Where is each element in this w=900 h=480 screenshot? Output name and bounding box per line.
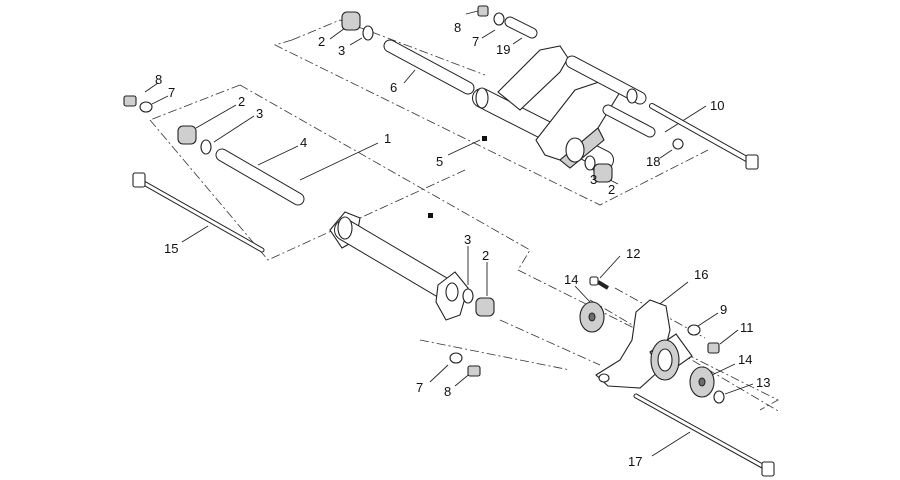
shaft-6 bbox=[383, 39, 475, 95]
callout-leaders bbox=[144, 10, 754, 457]
callout-3: 3 bbox=[256, 106, 263, 121]
bushings bbox=[177, 11, 613, 317]
callout-4: 4 bbox=[300, 135, 307, 150]
callout-9: 9 bbox=[720, 302, 727, 317]
callout-14: 14 bbox=[738, 352, 752, 367]
callout-2: 2 bbox=[608, 182, 615, 197]
washers bbox=[139, 12, 715, 398]
bracket-16 bbox=[595, 299, 693, 389]
callout-11: 11 bbox=[740, 320, 754, 335]
bolt-15 bbox=[132, 172, 265, 253]
bolt-10 bbox=[649, 103, 759, 170]
bolt-17 bbox=[633, 393, 775, 477]
callout-7: 7 bbox=[472, 34, 479, 49]
callout-10: 10 bbox=[710, 98, 724, 113]
callout-2: 2 bbox=[238, 94, 245, 109]
callout-1: 1 bbox=[384, 131, 391, 146]
callout-5: 5 bbox=[436, 154, 443, 169]
callout-7: 7 bbox=[168, 85, 175, 100]
callout-6: 6 bbox=[390, 80, 397, 95]
pin-19 bbox=[504, 16, 538, 39]
callout-7: 7 bbox=[416, 380, 423, 395]
callout-17: 17 bbox=[628, 454, 642, 469]
swing-arm-5 bbox=[472, 45, 656, 170]
callout-2: 2 bbox=[482, 248, 489, 263]
callout-8: 8 bbox=[155, 72, 162, 87]
callout-3: 3 bbox=[464, 232, 471, 247]
callout-13: 13 bbox=[756, 375, 770, 390]
callout-14: 14 bbox=[564, 272, 578, 287]
callout-15: 15 bbox=[164, 241, 178, 256]
shaft-4 bbox=[215, 148, 305, 206]
callout-12: 12 bbox=[626, 246, 640, 261]
callout-8: 8 bbox=[444, 384, 451, 399]
callout-labels: 2 3 8 7 19 6 10 5 18 3 2 8 7 2 3 4 1 15 … bbox=[155, 20, 770, 469]
callout-3: 3 bbox=[338, 43, 345, 58]
callout-8: 8 bbox=[454, 20, 461, 35]
callout-2: 2 bbox=[318, 34, 325, 49]
nuts-and-screws bbox=[123, 5, 725, 404]
callout-19: 19 bbox=[496, 42, 510, 57]
callout-18: 18 bbox=[646, 154, 660, 169]
callout-3: 3 bbox=[590, 172, 597, 187]
swing-arm-1 bbox=[329, 211, 469, 321]
callout-16: 16 bbox=[694, 267, 708, 282]
